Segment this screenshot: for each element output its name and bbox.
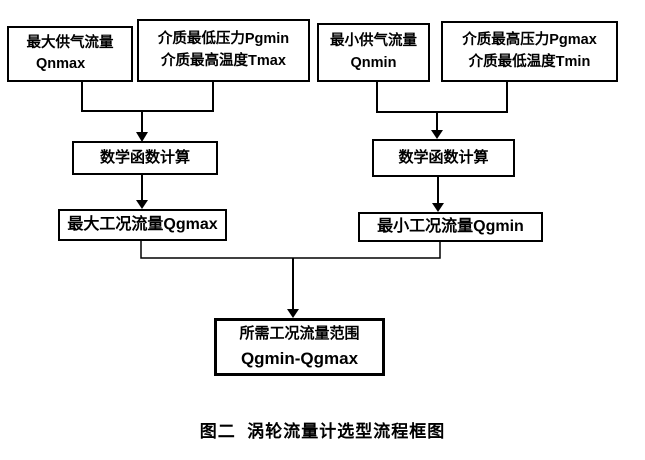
arrow-math-to-qgmax-head <box>136 200 148 209</box>
arrow-to-range-head <box>287 309 299 318</box>
node-label: 介质最高压力Pgmax <box>462 32 597 49</box>
node-required-flow-range: 所需工况流量范围 Qgmin-Qgmax <box>214 318 385 376</box>
arrow-left-to-math-head <box>136 132 148 142</box>
node-label: 最大供气流量 <box>26 34 114 51</box>
node-label: 最大工况流量Qgmax <box>67 216 218 234</box>
node-math-calculation-left: 数学函数计算 <box>72 141 218 175</box>
node-math-calculation-right: 数学函数计算 <box>372 139 515 177</box>
node-label: Qnmax <box>36 56 86 72</box>
node-label: 数学函数计算 <box>99 149 190 167</box>
node-min-pressure-max-temp: 介质最低压力Pgmin 介质最高温度Tmax <box>137 19 310 82</box>
node-max-working-flow: 最大工况流量Qgmax <box>58 209 227 241</box>
connector-bottom-merge <box>140 241 441 259</box>
node-min-supply-flow: 最小供气流量 Qnmin <box>317 23 430 82</box>
node-label: 数学函数计算 <box>398 149 489 167</box>
node-label: 介质最高温度Tmax <box>161 52 286 69</box>
node-label: Qnmin <box>350 54 397 71</box>
node-min-working-flow: 最小工况流量Qgmin <box>358 212 543 242</box>
connector-right-merge <box>376 82 508 113</box>
node-max-pressure-min-temp: 介质最高压力Pgmax 介质最低温度Tmin <box>441 21 618 82</box>
node-label: 最小供气流量 <box>330 33 417 50</box>
figure-caption: 图二 涡轮流量计选型流程框图 <box>199 422 446 441</box>
arrow-right-to-math-head <box>431 130 443 139</box>
arrow-math-to-qgmin-head <box>432 203 444 212</box>
connector-left-merge <box>81 82 214 112</box>
node-label: 介质最低温度Tmin <box>468 53 591 70</box>
node-label: 最小工况流量Qgmin <box>377 218 524 236</box>
node-label: 介质最低压力Pgmin <box>157 31 290 48</box>
node-max-supply-flow: 最大供气流量 Qnmax <box>7 26 133 82</box>
node-label: Qgmin-Qgmax <box>240 348 359 368</box>
node-label: 所需工况流量范围 <box>239 325 360 342</box>
